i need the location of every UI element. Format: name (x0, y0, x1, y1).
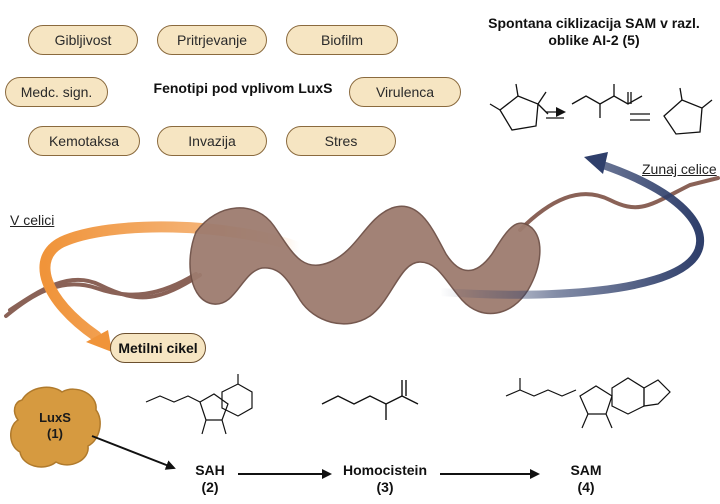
luxs-label: LuxS (1) (20, 410, 90, 442)
cyclization-title: Spontana ciklizacija SAM v razl. oblike … (474, 15, 714, 49)
luxs-blob (10, 386, 101, 468)
methyl-cycle-box: Metilni cikel (110, 333, 206, 363)
phenotypes-title: Fenotipi pod vplivom LuxS (153, 80, 333, 96)
phenotype-pill-biofilm: Biofilm (286, 25, 398, 55)
sam-structure (505, 377, 671, 429)
homocysteine-structure (321, 380, 419, 420)
ai2-cyclic-structure-right (663, 87, 713, 135)
sam-label: SAM (4) (526, 462, 646, 496)
arrow-luxs-to-sah (91, 435, 176, 470)
orange-arrowhead (86, 330, 112, 352)
phenotype-pill-virulence: Virulenca (349, 77, 461, 107)
cyclization-title-line2: oblike AI-2 (5) (548, 32, 640, 48)
flagellum-left (4, 272, 198, 318)
sah-label: SAH (2) (150, 462, 270, 496)
phenotype-pill-stress: Stres (286, 126, 396, 156)
homocysteine-number: (3) (376, 479, 394, 495)
blue-arrow (436, 160, 704, 299)
luxs-number: (1) (47, 426, 63, 441)
phenotype-pill-invasion: Invazija (157, 126, 267, 156)
equilibrium-arrows-2 (630, 113, 650, 121)
equilibrium-arrows-1 (546, 107, 566, 119)
ai2-open-chain-structure (571, 84, 643, 118)
sah-number: (2) (201, 479, 219, 495)
sam-number: (4) (577, 479, 595, 495)
cyclization-title-line1: Spontana ciklizacija SAM v razl. (488, 15, 700, 31)
phenotype-pill-motility: Gibljivost (28, 25, 138, 55)
bacterium-body (189, 205, 541, 325)
ai2-cyclic-structure-left (489, 83, 549, 131)
outside-cell-label: Zunaj celice (642, 161, 717, 177)
phenotype-pill-chemotaxis: Kemotaksa (28, 126, 140, 156)
homocysteine-name: Homocistein (342, 462, 427, 478)
sah-name: SAH (195, 462, 225, 478)
phenotype-pill-adhesion: Pritrjevanje (157, 25, 267, 55)
sah-structure (145, 374, 253, 435)
phenotype-pill-cell-signaling: Medc. sign. (5, 77, 108, 107)
sam-name: SAM (570, 462, 602, 478)
inside-cell-label: V celici (10, 212, 55, 228)
luxs-name: LuxS (39, 410, 71, 425)
homocysteine-label: Homocistein (3) (325, 462, 445, 496)
blue-arrowhead (584, 152, 608, 174)
